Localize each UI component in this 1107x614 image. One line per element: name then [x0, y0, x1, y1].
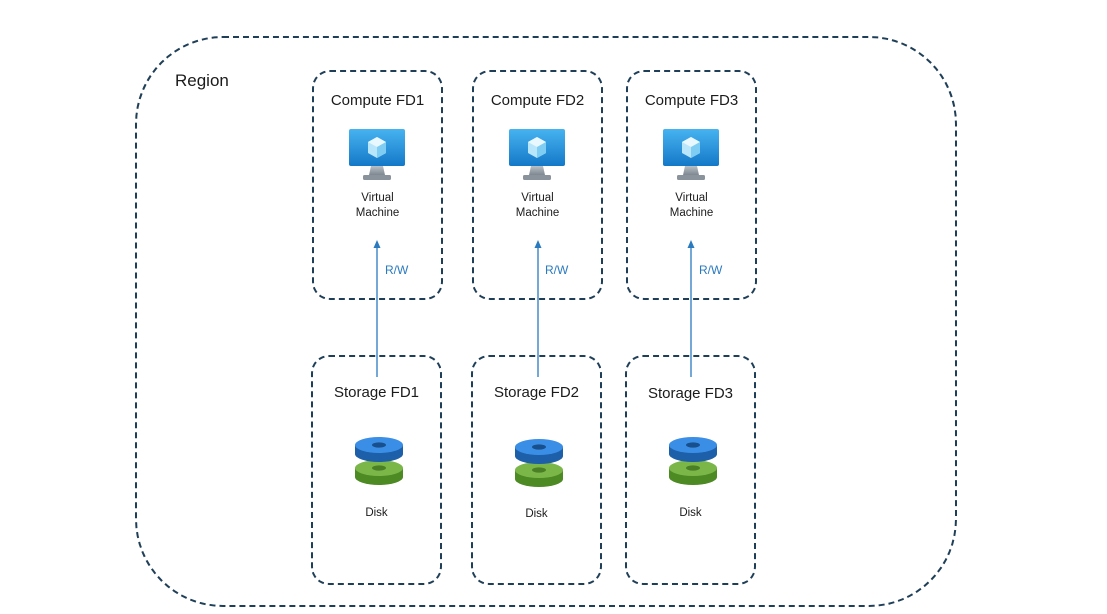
compute-fd2-item: Virtual Machine: [474, 191, 601, 221]
region-boundary: [135, 36, 957, 607]
storage-fd1: Storage FD1 Disk: [311, 355, 442, 585]
vm-label-line1: Virtual: [361, 192, 394, 204]
vm-label-line2: Machine: [669, 207, 714, 219]
storage-fd1-title: Storage FD1: [333, 384, 420, 401]
rw-label-1: R/W: [385, 263, 409, 277]
region-label: Region: [175, 71, 229, 90]
compute-fd1-title: Compute FD1: [330, 92, 425, 109]
storage-fd1-item: Disk: [365, 507, 388, 519]
vm-label-line1: Virtual: [521, 192, 554, 204]
vm-label-line2: Machine: [355, 207, 400, 219]
compute-fd3-title: Compute FD3: [644, 92, 739, 109]
storage-fd2: Storage FD2 Disk: [471, 355, 602, 585]
rw-label-3: R/W: [699, 263, 723, 277]
compute-fd3-item: Virtual Machine: [628, 191, 755, 221]
vm-label-line1: Virtual: [675, 192, 708, 204]
storage-fd2-item: Disk: [525, 508, 548, 520]
compute-fd1-item: Virtual Machine: [314, 191, 441, 221]
rw-arrow-1: [373, 240, 381, 377]
compute-fd2-title: Compute FD2: [490, 92, 585, 109]
storage-fd3-title: Storage FD3: [647, 385, 734, 402]
vm-label-line2: Machine: [515, 207, 560, 219]
rw-label-2: R/W: [545, 263, 569, 277]
storage-fd2-title: Storage FD2: [493, 384, 580, 401]
rw-arrow-3: [687, 240, 695, 377]
rw-arrow-2: [534, 240, 542, 377]
storage-fd3-item: Disk: [679, 507, 702, 519]
